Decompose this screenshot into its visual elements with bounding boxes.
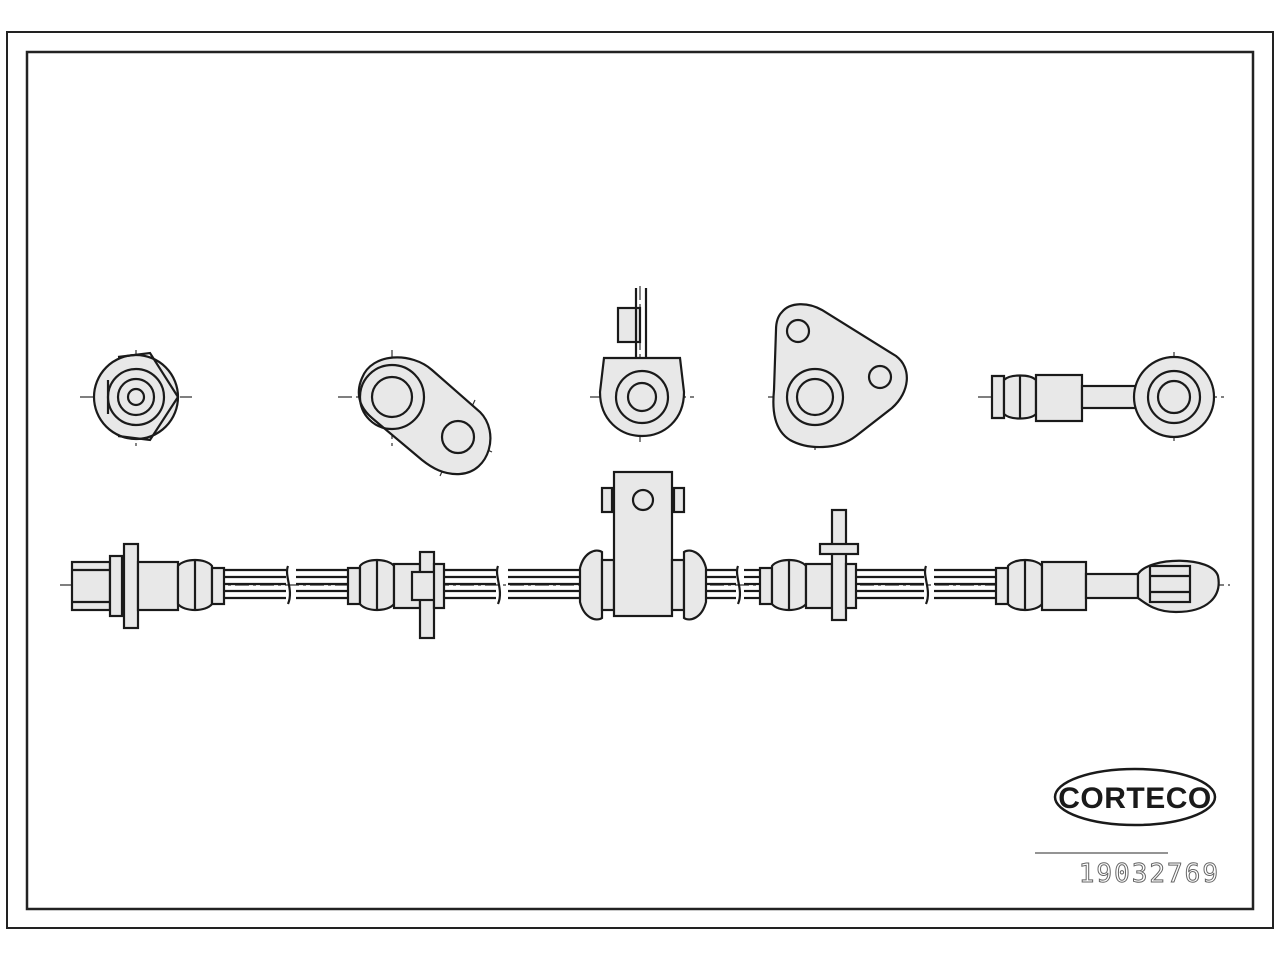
hose-segment: [296, 568, 348, 600]
end-view-hose-eye: [978, 352, 1225, 444]
outer-frame: [6, 31, 1274, 929]
hose-segment: [744, 568, 760, 600]
hose-segment: [856, 568, 924, 600]
hose-segment: [508, 568, 580, 600]
brand-name: CORTECO: [1058, 782, 1212, 815]
hose-segment: [706, 568, 736, 600]
hose-segment: [934, 568, 996, 600]
hose-segment: [444, 568, 496, 600]
end-view-u-bracket: [590, 286, 694, 442]
hose-segment: [224, 568, 286, 600]
end-view-round-fitting: [80, 350, 192, 447]
hose-assembly-side-view: [60, 470, 1230, 640]
part-number: 19032769: [1079, 859, 1220, 889]
inner-frame: [25, 50, 1255, 911]
end-view-oval-bracket: [338, 350, 493, 477]
corteco-logo: CORTECO: [1053, 767, 1217, 827]
end-view-triangle-plate: [768, 303, 908, 450]
